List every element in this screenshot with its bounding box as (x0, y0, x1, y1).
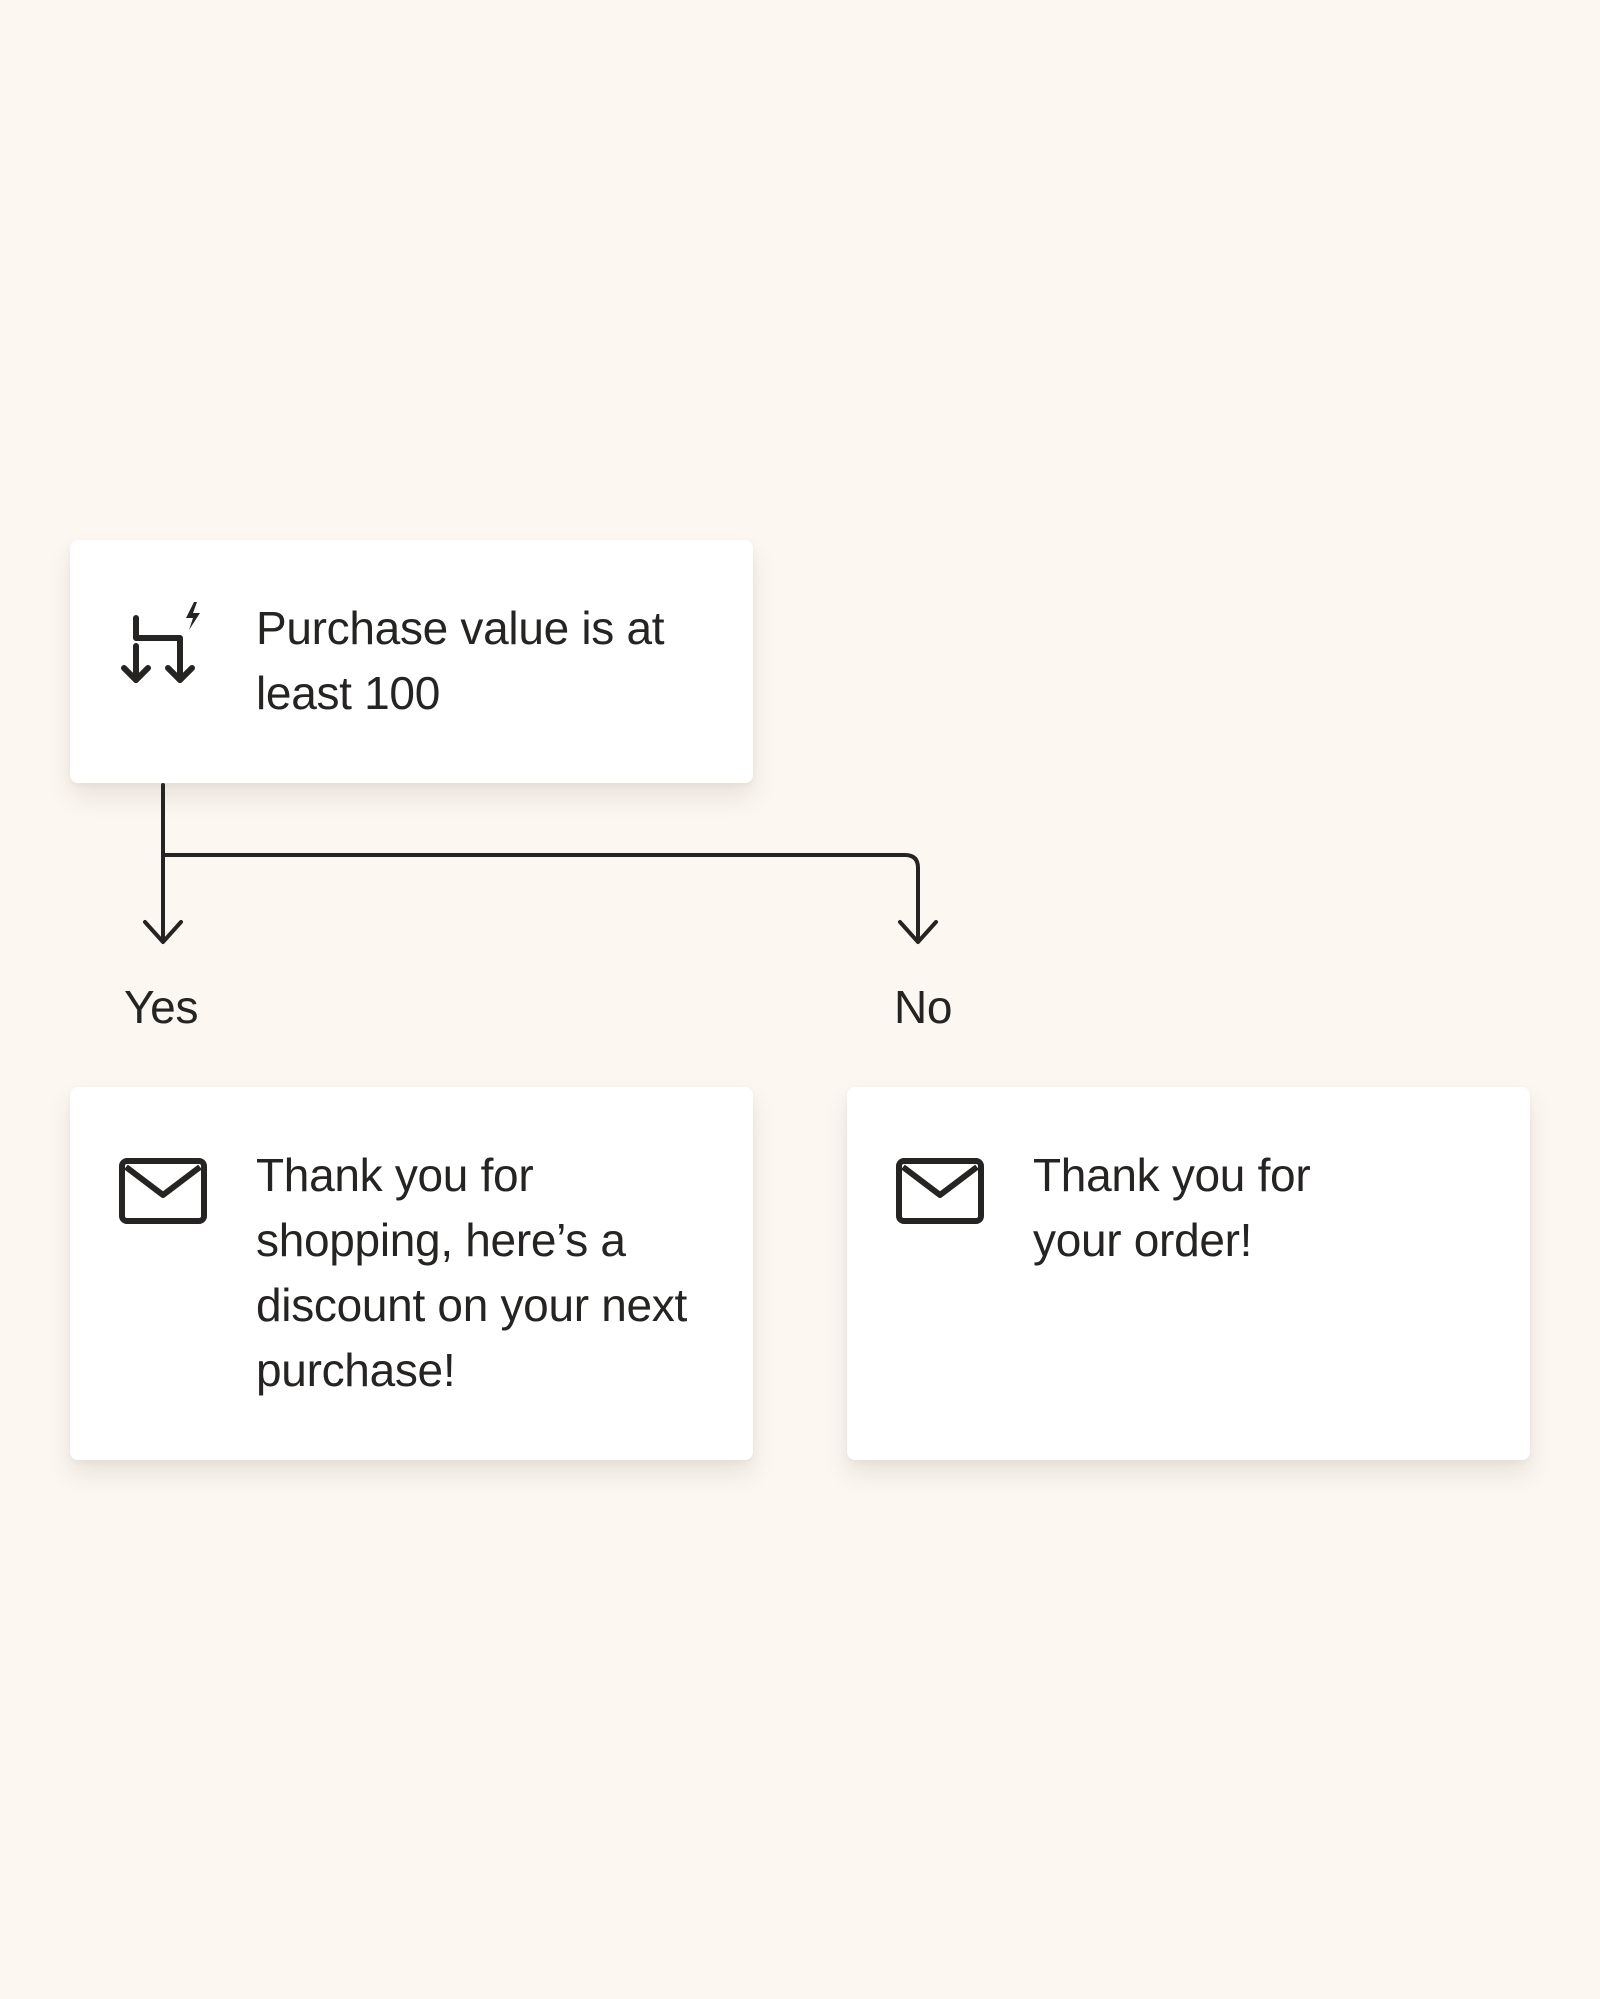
envelope-icon (118, 1151, 208, 1241)
no-connector-line (161, 853, 920, 942)
yes-arrow-head (143, 920, 183, 944)
no-action-card[interactable]: Thank you for your order! (847, 1087, 1530, 1460)
yes-action-text: Thank you for shopping, here’s a discoun… (256, 1149, 687, 1396)
condition-card[interactable]: Purchase value is at least 100 (70, 540, 753, 783)
no-action-text: Thank you for your order! (1033, 1149, 1311, 1266)
envelope-icon (895, 1151, 985, 1241)
yes-action-card[interactable]: Thank you for shopping, here’s a discoun… (70, 1087, 753, 1460)
yes-branch-label: Yes (124, 981, 199, 1033)
condition-text: Purchase value is at least 100 (256, 602, 665, 719)
no-branch-label: No (894, 981, 953, 1033)
no-arrow-head (898, 920, 938, 944)
split-branch-icon (118, 600, 208, 690)
